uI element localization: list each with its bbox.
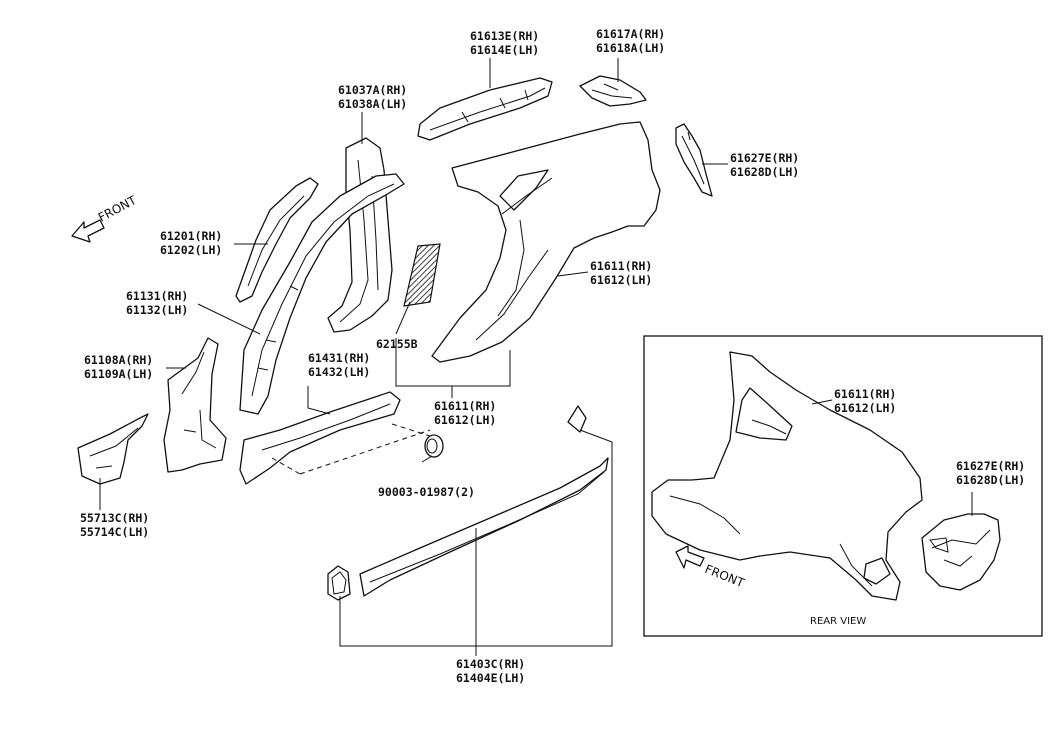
part-61627-bracket xyxy=(675,123,713,197)
svg-text:61613E(RH): 61613E(RH) xyxy=(470,29,539,43)
label-61611-inset: 61611(RH) 61612(LH) xyxy=(834,387,896,415)
svg-text:61628D(LH): 61628D(LH) xyxy=(730,165,799,179)
svg-text:61628D(LH): 61628D(LH) xyxy=(956,473,1025,487)
label-55713: 55713C(RH) 55714C(LH) xyxy=(80,511,149,539)
part-55713-bracket xyxy=(77,413,149,485)
svg-text:61612(LH): 61612(LH) xyxy=(834,401,896,415)
leader-lines xyxy=(99,58,728,656)
svg-text:61611(RH): 61611(RH) xyxy=(834,387,896,401)
svg-text:61202(LH): 61202(LH) xyxy=(160,243,222,257)
part-61403-rocker xyxy=(327,405,609,601)
svg-text:61432(LH): 61432(LH) xyxy=(308,365,370,379)
inset-caption: REAR VIEW xyxy=(810,616,866,627)
part-62155-pad xyxy=(403,243,441,307)
svg-text:61611(RH): 61611(RH) xyxy=(434,399,496,413)
inset-61611-quarter-panel xyxy=(651,351,923,601)
svg-text:55714C(LH): 55714C(LH) xyxy=(80,525,149,539)
svg-text:90003-01987(2): 90003-01987(2) xyxy=(378,485,475,499)
svg-text:61627E(RH): 61627E(RH) xyxy=(730,151,799,165)
label-62155: 62155B xyxy=(376,337,418,351)
part-61108-pillar xyxy=(163,337,227,473)
label-61611-bottom: 61611(RH) 61612(LH) xyxy=(434,399,496,427)
rear-view-inset: FRONT 61611(RH) 61612(LH) 61627E(RH) 616… xyxy=(643,335,1043,637)
svg-text:61108A(RH): 61108A(RH) xyxy=(84,353,153,367)
part-61611-quarter-panel xyxy=(431,121,661,363)
part-61613-roof-rail xyxy=(417,77,553,141)
svg-text:61611(RH): 61611(RH) xyxy=(590,259,652,273)
svg-text:61617A(RH): 61617A(RH) xyxy=(596,27,665,41)
svg-text:61037A(RH): 61037A(RH) xyxy=(338,83,407,97)
svg-text:61404E(LH): 61404E(LH) xyxy=(456,671,525,685)
svg-text:55713C(RH): 55713C(RH) xyxy=(80,511,149,525)
label-61403: 61403C(RH) 61404E(LH) xyxy=(456,657,525,685)
label-61131: 61131(RH) 61132(LH) xyxy=(126,289,188,317)
label-61611-side: 61611(RH) 61612(LH) xyxy=(590,259,652,287)
label-61201: 61201(RH) 61202(LH) xyxy=(160,229,222,257)
svg-text:61038A(LH): 61038A(LH) xyxy=(338,97,407,111)
svg-text:61612(LH): 61612(LH) xyxy=(590,273,652,287)
svg-text:61614E(LH): 61614E(LH) xyxy=(470,43,539,57)
label-61613: 61613E(RH) 61614E(LH) xyxy=(470,29,539,57)
svg-text:61431(RH): 61431(RH) xyxy=(308,351,370,365)
part-61431-rocker xyxy=(239,391,431,485)
svg-text:61403C(RH): 61403C(RH) xyxy=(456,657,525,671)
label-61108: 61108A(RH) 61109A(LH) xyxy=(84,353,153,381)
svg-text:61612(LH): 61612(LH) xyxy=(434,413,496,427)
label-90003: 90003-01987(2) xyxy=(378,485,475,499)
svg-text:62155B: 62155B xyxy=(376,337,418,351)
part-61037-pillar xyxy=(327,137,393,333)
svg-text:61109A(LH): 61109A(LH) xyxy=(84,367,153,381)
label-61627: 61627E(RH) 61628D(LH) xyxy=(730,151,799,179)
svg-text:61618A(LH): 61618A(LH) xyxy=(596,41,665,55)
part-61201-pillar xyxy=(235,177,319,303)
label-61617: 61617A(RH) 61618A(LH) xyxy=(596,27,665,55)
front-arrow-main: FRONT xyxy=(71,193,139,243)
svg-text:61131(RH): 61131(RH) xyxy=(126,289,188,303)
inset-61627-bracket xyxy=(921,513,1001,591)
label-61431: 61431(RH) 61432(LH) xyxy=(308,351,370,379)
label-61627-inset: 61627E(RH) 61628D(LH) xyxy=(956,459,1025,487)
svg-text:61627E(RH): 61627E(RH) xyxy=(956,459,1025,473)
part-61131-pillar xyxy=(239,173,405,415)
label-61037: 61037A(RH) 61038A(LH) xyxy=(338,83,407,111)
part-90003-plug xyxy=(424,434,444,458)
front-label: FRONT xyxy=(96,193,139,225)
svg-text:61132(LH): 61132(LH) xyxy=(126,303,188,317)
part-61617-bracket xyxy=(579,75,647,107)
svg-text:61201(RH): 61201(RH) xyxy=(160,229,222,243)
